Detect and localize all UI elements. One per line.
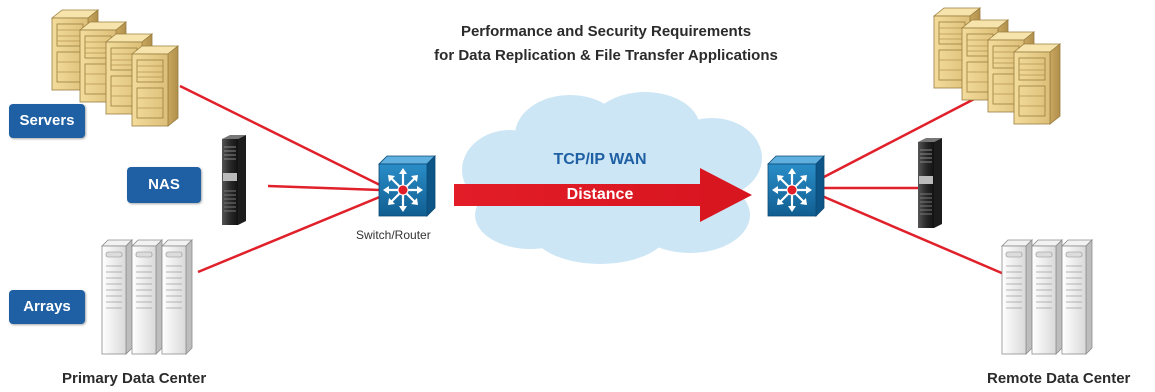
primary-data-center-caption: Primary Data Center [62, 370, 207, 387]
distance-arrow-icon [454, 168, 752, 222]
remote-storage-array-icon [1001, 239, 1093, 355]
servers-badge: Servers [9, 104, 85, 138]
primary-nas-tower-icon [221, 134, 247, 226]
title-line-2: for Data Replication & File Transfer App… [434, 47, 778, 64]
link-remote-switch-to-servers [821, 94, 981, 180]
switch-router-label: Switch/Router [356, 228, 431, 242]
wan-label: TCP/IP WAN [553, 151, 647, 168]
remote-data-center-caption: Remote Data Center [987, 370, 1131, 387]
primary-switch-router-icon [377, 154, 437, 218]
link-remote-switch-to-arrays [821, 194, 1005, 276]
remote-nas-tower-icon [917, 137, 943, 229]
remote-server-rack-icon [933, 7, 1061, 125]
diagram-title: Performance and Security Requirements fo… [300, 20, 912, 68]
link-servers-to-primary-switch [179, 84, 383, 188]
remote-switch-router-icon [766, 154, 826, 218]
link-nas-to-primary-switch [267, 184, 381, 192]
connection-lines [179, 84, 1005, 276]
primary-storage-array-icon [101, 239, 193, 355]
link-arrays-to-primary-switch [197, 194, 383, 274]
title-line-1: Performance and Security Requirements [460, 23, 752, 40]
arrays-badge: Arrays [9, 290, 85, 324]
distance-label: Distance [566, 186, 634, 203]
nas-badge: NAS [127, 167, 201, 203]
